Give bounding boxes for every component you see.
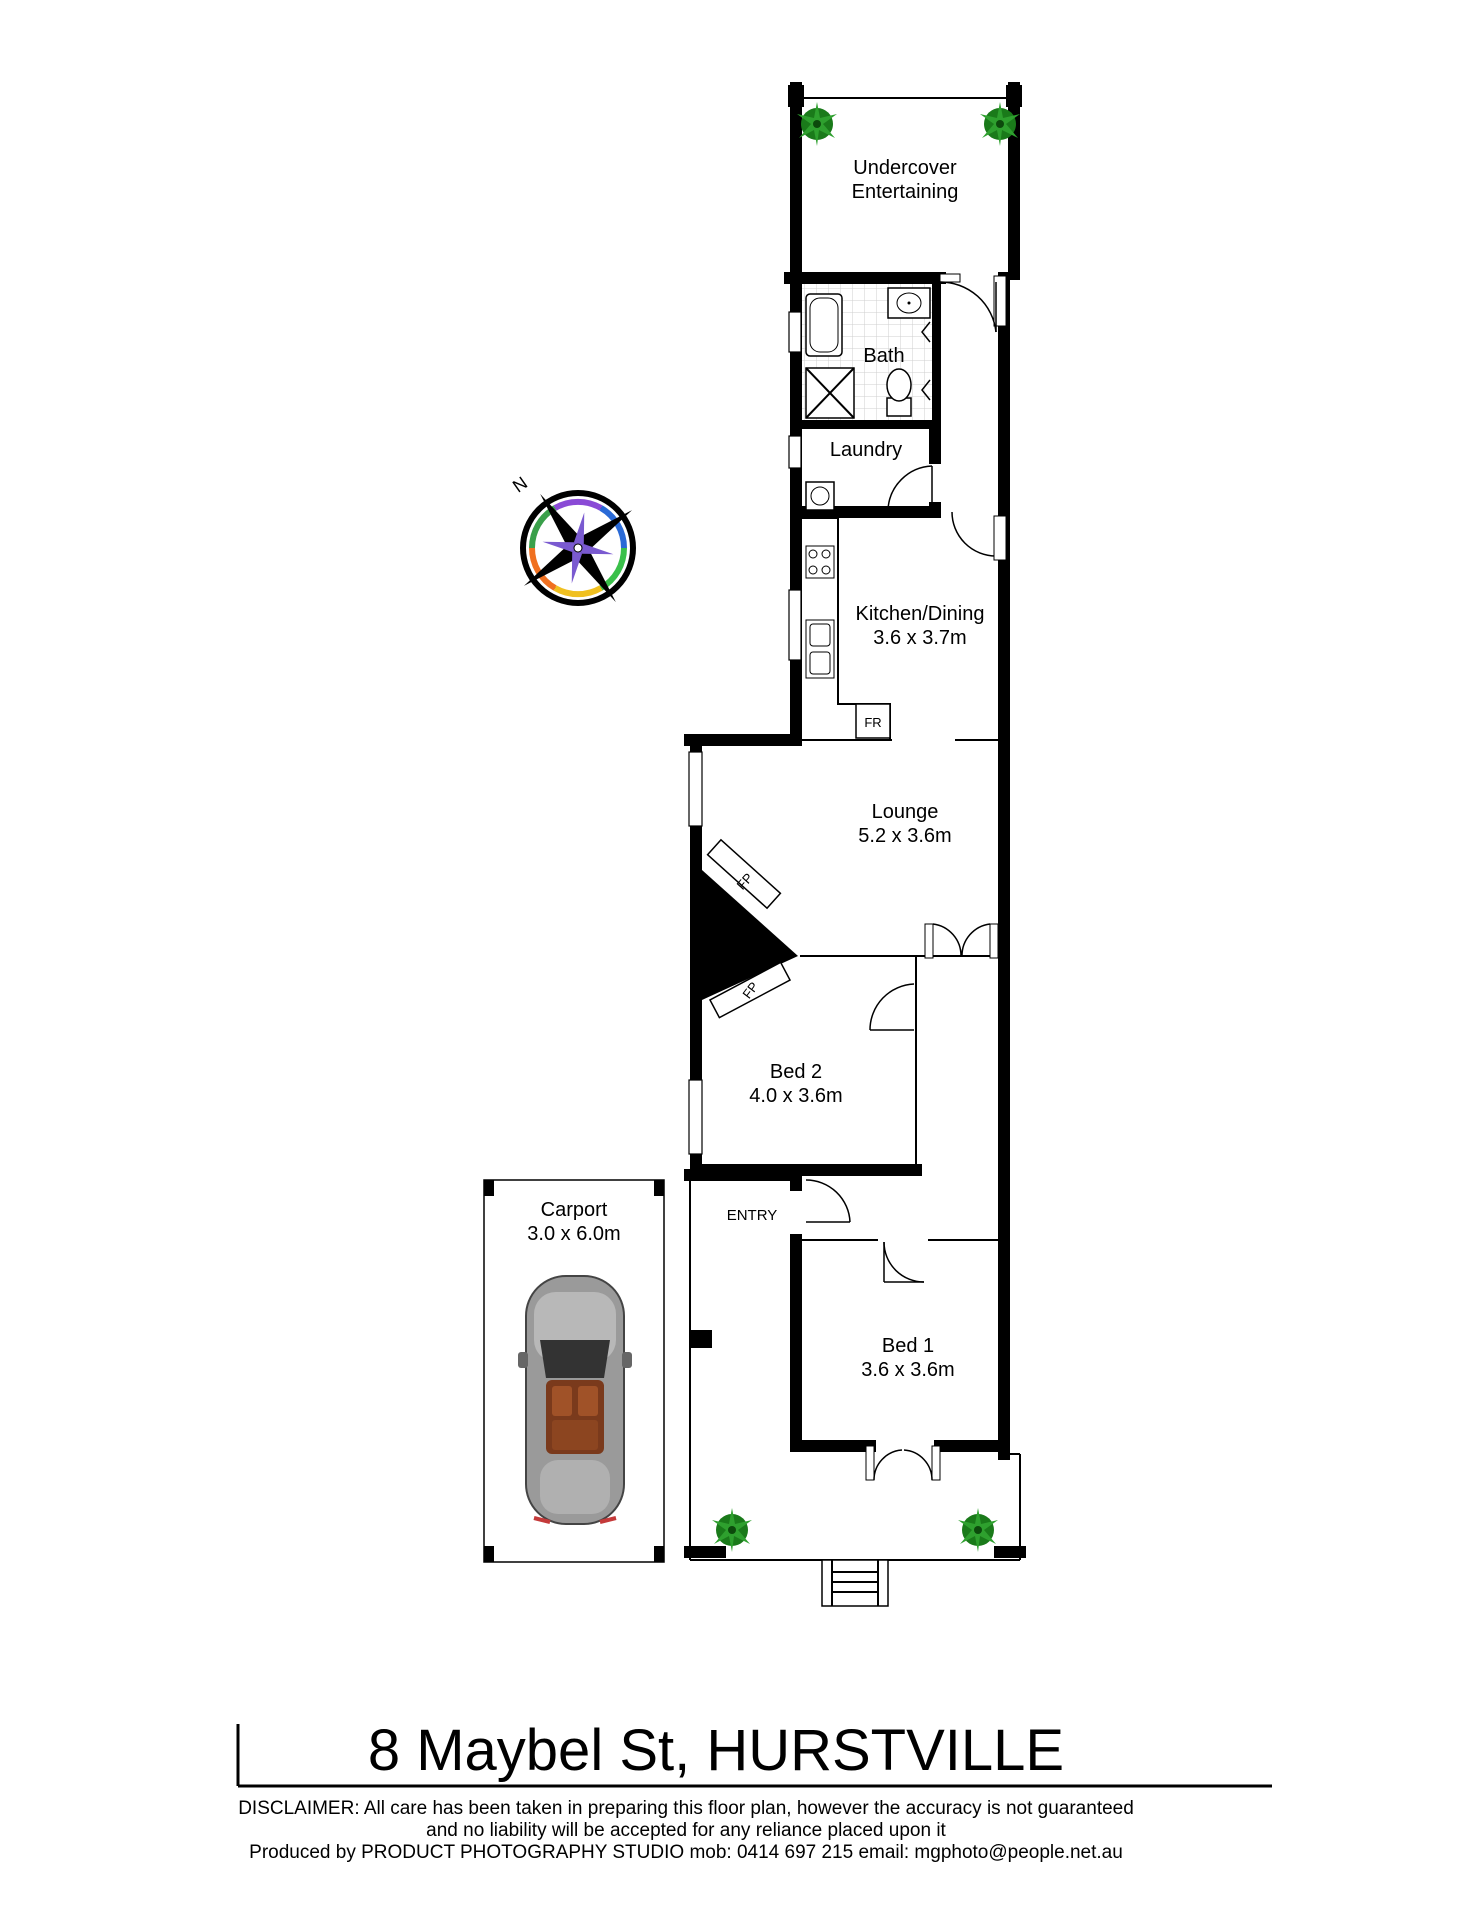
bed2-size: 4.0 x 3.6m (749, 1085, 842, 1107)
bed1-label: Bed 1 (882, 1335, 934, 1357)
fireplace-chimney (702, 870, 798, 1000)
property-address-title: 8 Maybel St, HURSTVILLE (368, 1718, 1064, 1783)
shower-icon (805, 367, 855, 419)
fridge-space (855, 703, 891, 739)
laundry-room: Laundry (788, 435, 933, 511)
lounge-size: 5.2 x 3.6m (858, 825, 951, 847)
undercover-label-line2: Entertaining (852, 181, 959, 203)
undercover-entertaining-area: Undercover Entertaining (788, 82, 1022, 280)
back-door (939, 273, 1007, 333)
entry-label: ENTRY (727, 1207, 778, 1224)
kitchen-label: Kitchen/Dining (856, 603, 985, 625)
sink-icon (805, 619, 835, 679)
bed2-room: Bed 2 4.0 x 3.6m (688, 983, 915, 1155)
bed1-size: 3.6 x 3.6m (861, 1359, 954, 1381)
bath-room: Bath (788, 284, 932, 420)
front-steps (821, 1559, 889, 1607)
toilet-icon (886, 368, 912, 417)
fireplace-bed2: FP (708, 961, 792, 1019)
bed2-window (688, 1079, 703, 1155)
car-icon (518, 1275, 632, 1525)
lounge-window (688, 751, 703, 827)
carport-label: Carport (541, 1199, 608, 1221)
compass-north-label: N (509, 473, 531, 497)
laundry-window (788, 435, 802, 469)
footer: 8 Maybel St, HURSTVILLE DISCLAIMER: All … (236, 1718, 1272, 1863)
laundry-tub-icon (805, 481, 835, 511)
lounge-double-door (924, 923, 999, 959)
bath-label: Bath (863, 345, 904, 367)
fireplace-lounge: FP (706, 838, 782, 910)
carport-size: 3.0 x 6.0m (527, 1223, 620, 1245)
basin-icon (887, 287, 931, 319)
laundry-label: Laundry (830, 439, 902, 461)
fridge-label: FR (864, 715, 881, 730)
disclaimer-line1: DISCLAIMER: All care has been taken in p… (238, 1798, 1134, 1819)
carport: Carport 3.0 x 6.0m (483, 1179, 665, 1563)
kitchen-size: 3.6 x 3.7m (873, 627, 966, 649)
producer-credit: Produced by PRODUCT PHOTOGRAPHY STUDIO m… (249, 1842, 1123, 1863)
plant-icon (980, 102, 1020, 146)
plant-icon (712, 1508, 752, 1552)
bed1-room: Bed 1 3.6 x 3.6m (861, 1241, 955, 1481)
plant-icon (797, 102, 837, 146)
kitchen-dining-room: FR Kitchen/Dining 3.6 x 3.7m (788, 511, 1007, 740)
cooktop-icon (805, 545, 835, 579)
disclaimer-line2: and no liability will be accepted for an… (426, 1820, 946, 1841)
kitchen-window (788, 589, 802, 661)
undercover-label-line1: Undercover (853, 157, 957, 179)
plant-icon (958, 1508, 998, 1552)
lounge-room: FP FP Lounge 5.2 x 3.6m (688, 751, 999, 1019)
bed2-label: Bed 2 (770, 1061, 822, 1083)
lounge-label: Lounge (872, 801, 939, 823)
entry-area: ENTRY (727, 1179, 851, 1224)
bed1-french-door (865, 1445, 941, 1481)
compass-rose: N (509, 473, 636, 606)
bath-window (788, 311, 802, 353)
